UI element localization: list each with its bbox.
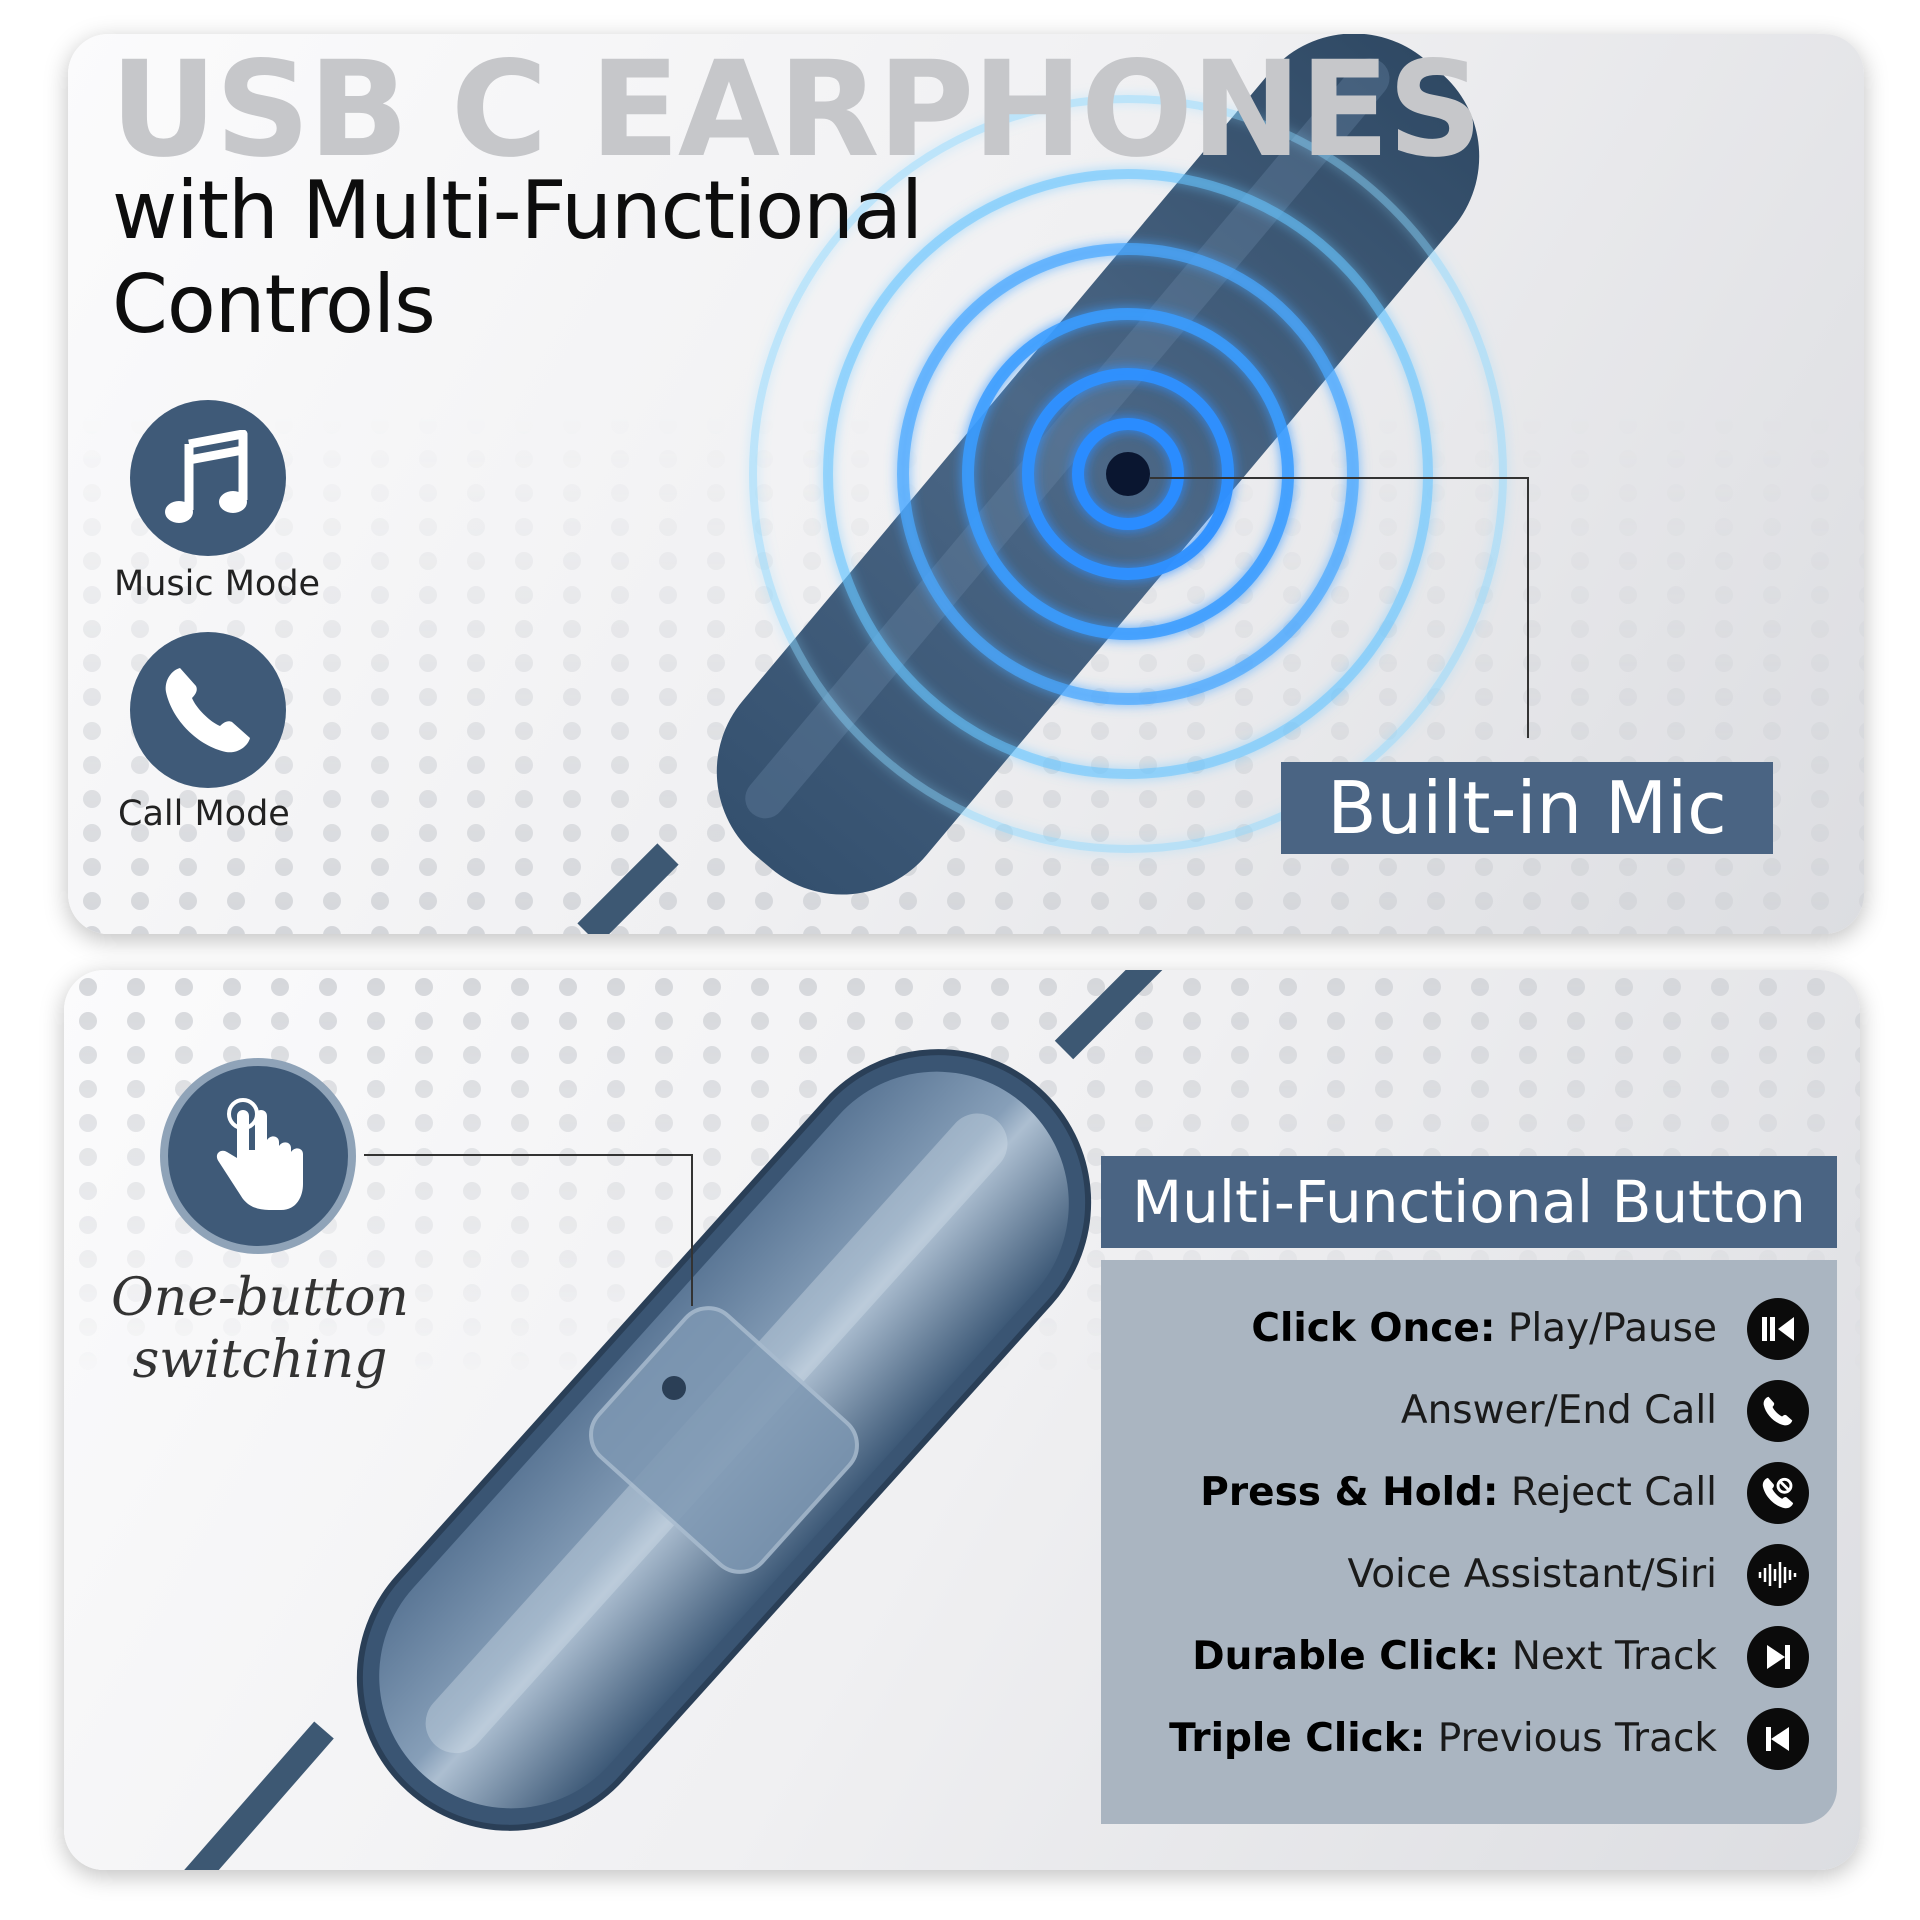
- function-result: Answer/End Call: [1400, 1388, 1717, 1433]
- function-row: Voice Assistant/Siri: [1348, 1540, 1717, 1610]
- bottom-panel: One-button switching Multi-Functional Bu…: [64, 970, 1860, 1870]
- function-row: Triple Click: Previous Track: [1169, 1704, 1717, 1774]
- voice-wave-icon: [1747, 1544, 1809, 1606]
- mic-product-illustration: [68, 34, 1864, 934]
- function-result: Reject Call: [1510, 1470, 1717, 1515]
- phone-icon: [130, 632, 286, 788]
- function-result: Previous Track: [1437, 1716, 1717, 1761]
- headline: USB C EARPHONES: [110, 34, 1483, 187]
- function-row: Answer/End Call: [1401, 1376, 1717, 1446]
- music-mode-label: Music Mode: [114, 564, 321, 604]
- reject-call-icon: [1747, 1462, 1809, 1524]
- play-pause-icon: [1747, 1298, 1809, 1360]
- function-row: Durable Click: Next Track: [1192, 1622, 1717, 1692]
- function-row: Press & Hold: Reject Call: [1200, 1458, 1717, 1528]
- function-action: Click Once:: [1251, 1306, 1496, 1351]
- phone-icon: [1747, 1380, 1809, 1442]
- touch-hand-icon: [168, 1066, 348, 1246]
- top-panel: USB C EARPHONES with Multi-Functional Co…: [68, 34, 1864, 934]
- previous-track-icon: [1747, 1708, 1809, 1770]
- built-in-mic-label: Built-in Mic: [1281, 762, 1773, 854]
- function-action: Durable Click:: [1192, 1634, 1500, 1679]
- function-result: Voice Assistant/Siri: [1347, 1552, 1717, 1597]
- function-action: Triple Click:: [1169, 1716, 1426, 1761]
- function-action: Press & Hold:: [1200, 1470, 1499, 1515]
- call-mode-label: Call Mode: [118, 794, 290, 834]
- multi-functional-button-title: Multi-Functional Button: [1101, 1156, 1837, 1248]
- subhead-line-1: with Multi-Functional: [112, 164, 923, 257]
- one-button-label-line-2: switching: [132, 1330, 388, 1390]
- music-note-icon: [130, 400, 286, 556]
- function-result: Play/Pause: [1507, 1306, 1717, 1351]
- subhead-line-2: Controls: [112, 258, 436, 351]
- function-row: Click Once: Play/Pause: [1251, 1294, 1717, 1364]
- function-result: Next Track: [1511, 1634, 1717, 1679]
- function-list: Click Once: Play/Pause Answer/End Call P…: [1101, 1260, 1837, 1824]
- next-track-icon: [1747, 1626, 1809, 1688]
- subheadline: with Multi-Functional Controls: [112, 164, 923, 352]
- one-button-label-line-1: One-button: [111, 1268, 409, 1328]
